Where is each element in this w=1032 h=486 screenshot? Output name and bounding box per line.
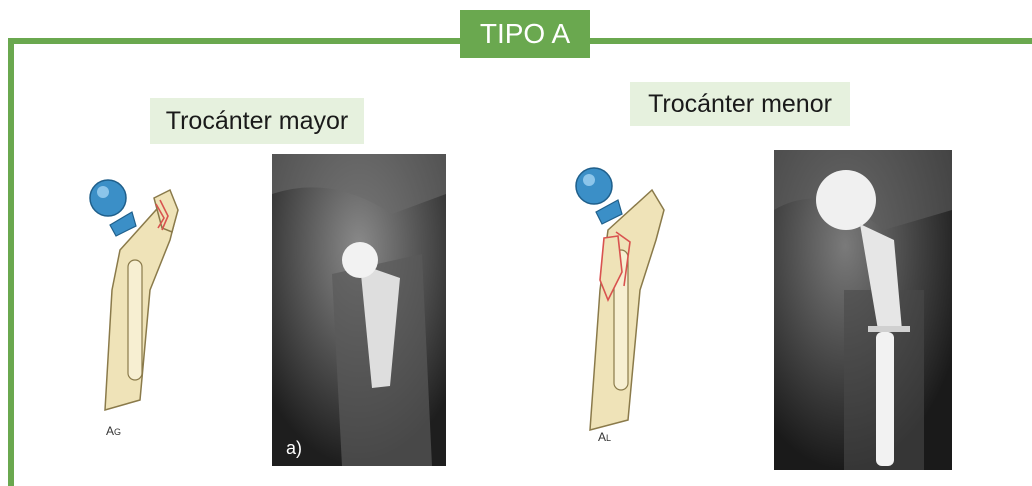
label-trochanter-major: Trocánter mayor xyxy=(150,98,364,144)
label-trochanter-minor: Trocánter menor xyxy=(630,82,850,126)
xray-tag-a: a) xyxy=(286,438,302,459)
illustration-greater-trochanter xyxy=(70,170,210,440)
frame-left xyxy=(8,38,14,486)
illustration-label-ag: AG xyxy=(106,424,121,438)
frame-top-left xyxy=(8,38,460,44)
illustration-lesser-trochanter xyxy=(560,160,700,450)
xray-greater-trochanter xyxy=(272,154,446,466)
xray-lesser-trochanter xyxy=(774,150,952,470)
illustration-label-al: AL xyxy=(598,430,611,444)
frame-top-right xyxy=(590,38,1032,44)
title-badge: TIPO A xyxy=(460,10,590,58)
